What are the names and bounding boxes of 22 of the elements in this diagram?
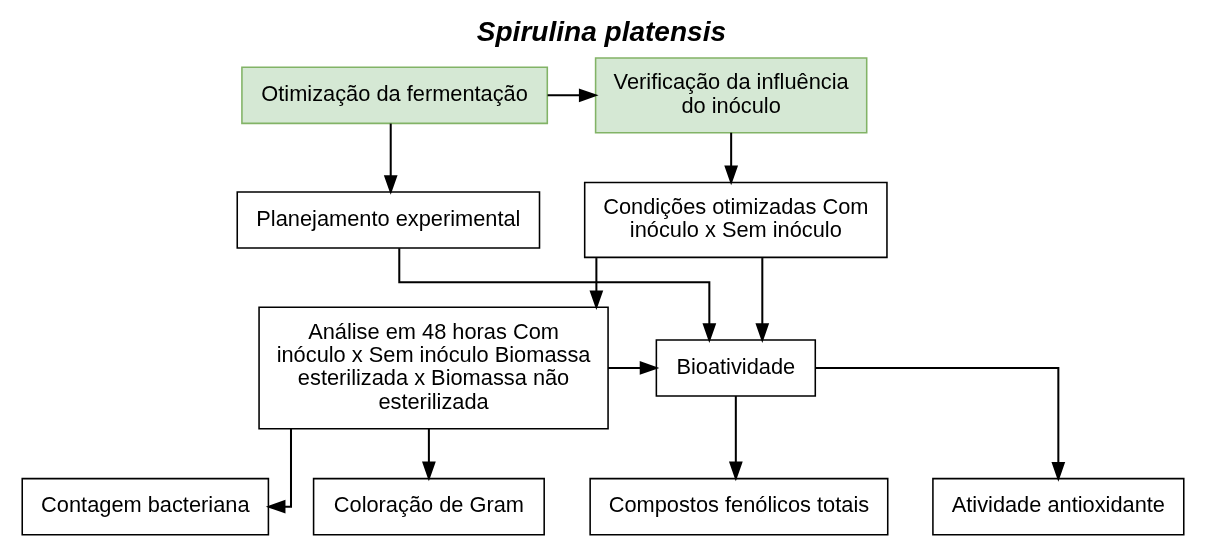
arrow: [398, 248, 717, 343]
node-box: Análise em 48 horas Com inóculo x Sem inóculo Biomassa esterilizada x Biomassa não esterilizada: [258, 306, 609, 430]
arrow: [422, 428, 436, 482]
arrow: [728, 396, 743, 482]
node-box: Coloração de Gram: [312, 477, 545, 536]
node-box: Otimização da fermentação: [241, 66, 549, 125]
node-box: Compostos fenólicos totais: [589, 477, 889, 536]
arrow: [815, 366, 1066, 482]
node-box: Planejamento experimental: [236, 191, 541, 249]
arrow: [755, 258, 770, 343]
arrow: [608, 361, 660, 375]
arrow: [265, 428, 292, 514]
node-box: Verificação da influência do inóculo: [594, 57, 868, 134]
diagram-title: Spirulina platensis: [476, 16, 727, 48]
node-box: Bioatividade: [655, 339, 817, 397]
arrow: [547, 88, 599, 103]
node-box: Atividade antioxidante: [932, 477, 1185, 536]
arrow: [724, 132, 739, 186]
arrow: [383, 123, 398, 195]
arrow: [589, 258, 604, 311]
node-box: Contagem bacteriana: [21, 477, 270, 536]
node-box: Condições otimizadas Com inóculo x Sem inóculo: [583, 181, 888, 259]
